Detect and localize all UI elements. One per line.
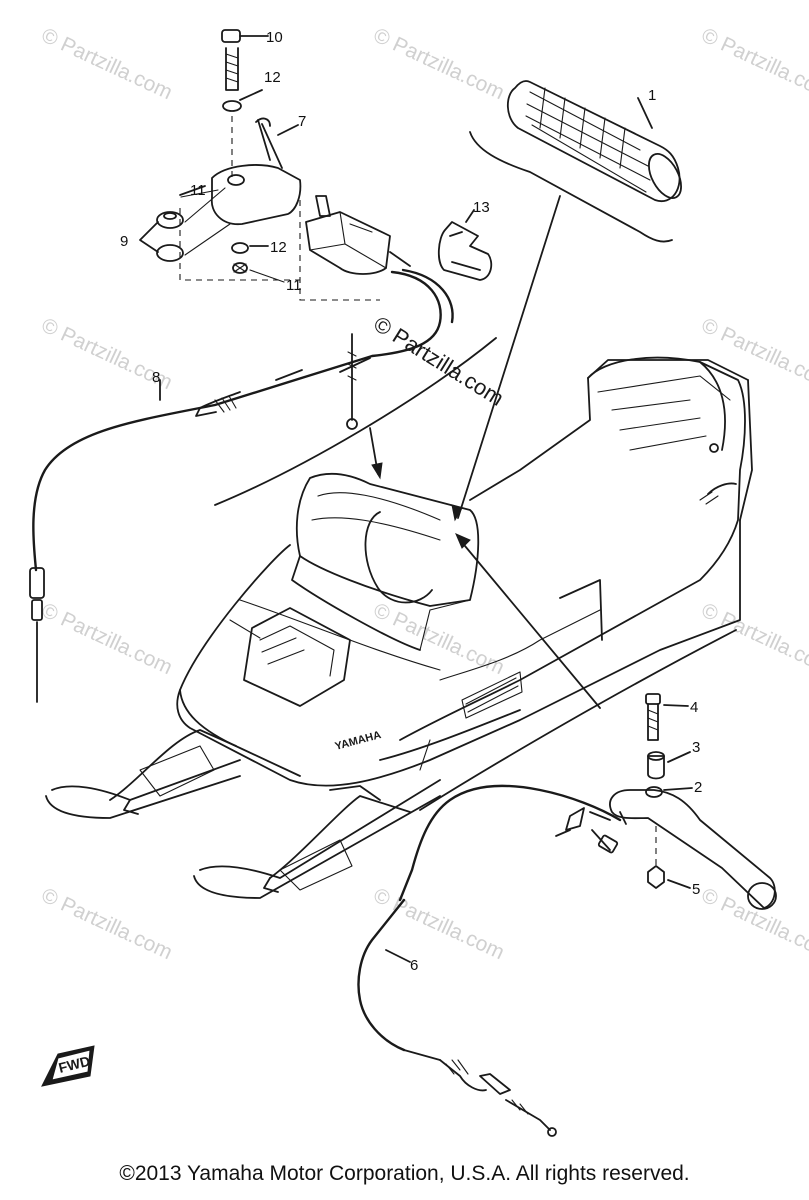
snowmobile-body: YAMAHA [45, 356, 753, 899]
watermark-layer: © Partzilla.com © Partzilla.com © Partzi… [38, 24, 809, 965]
watermark: © Partzilla.com [698, 24, 809, 105]
part-8-throttle-cable: 8 [29, 268, 454, 703]
brand-label: YAMAHA [334, 729, 383, 753]
watermark: © Partzilla.com [698, 314, 809, 395]
callout-11: 11 [286, 277, 302, 294]
callout-13: 13 [473, 199, 490, 216]
callout-11: 11 [190, 182, 206, 199]
brake-lever-assembly: 4 3 2 5 [609, 693, 777, 910]
callout-6: 6 [410, 957, 418, 974]
throttle-housing-assembly: 10 12 7 9 11 12 11 [120, 29, 411, 301]
watermark: © Partzilla.com [370, 599, 508, 680]
callout-5: 5 [692, 881, 700, 898]
callout-9: 9 [120, 233, 128, 250]
part-1-grip: 1 [469, 80, 682, 243]
lever-leader-lines [419, 533, 737, 811]
watermark: © Partzilla.com [38, 884, 176, 965]
callout-1: 1 [648, 87, 656, 104]
callout-8: 8 [152, 369, 160, 386]
fwd-label: FWD [57, 1053, 92, 1076]
callout-2: 2 [694, 779, 702, 796]
watermark: © Partzilla.com [38, 24, 176, 105]
callout-7: 7 [298, 113, 306, 130]
callout-4: 4 [690, 699, 698, 716]
callout-12: 12 [270, 239, 287, 256]
watermark: © Partzilla.com [698, 884, 809, 965]
watermark: © Partzilla.com [698, 599, 809, 680]
callout-3: 3 [692, 739, 700, 756]
part-6-brake-cable: 6 [357, 784, 622, 1137]
fwd-badge: FWD [41, 1045, 95, 1087]
callout-12: 12 [264, 69, 281, 86]
copyright-notice: ©2013 Yamaha Motor Corporation, U.S.A. A… [119, 1162, 690, 1185]
watermark: © Partzilla.com [38, 599, 176, 680]
part-13-clip: 13 [437, 199, 493, 281]
bracket-lines [214, 337, 497, 506]
callout-10: 10 [266, 29, 283, 46]
leader-grip-to-bar [457, 195, 561, 519]
watermark: © Partzilla.com [370, 24, 508, 105]
